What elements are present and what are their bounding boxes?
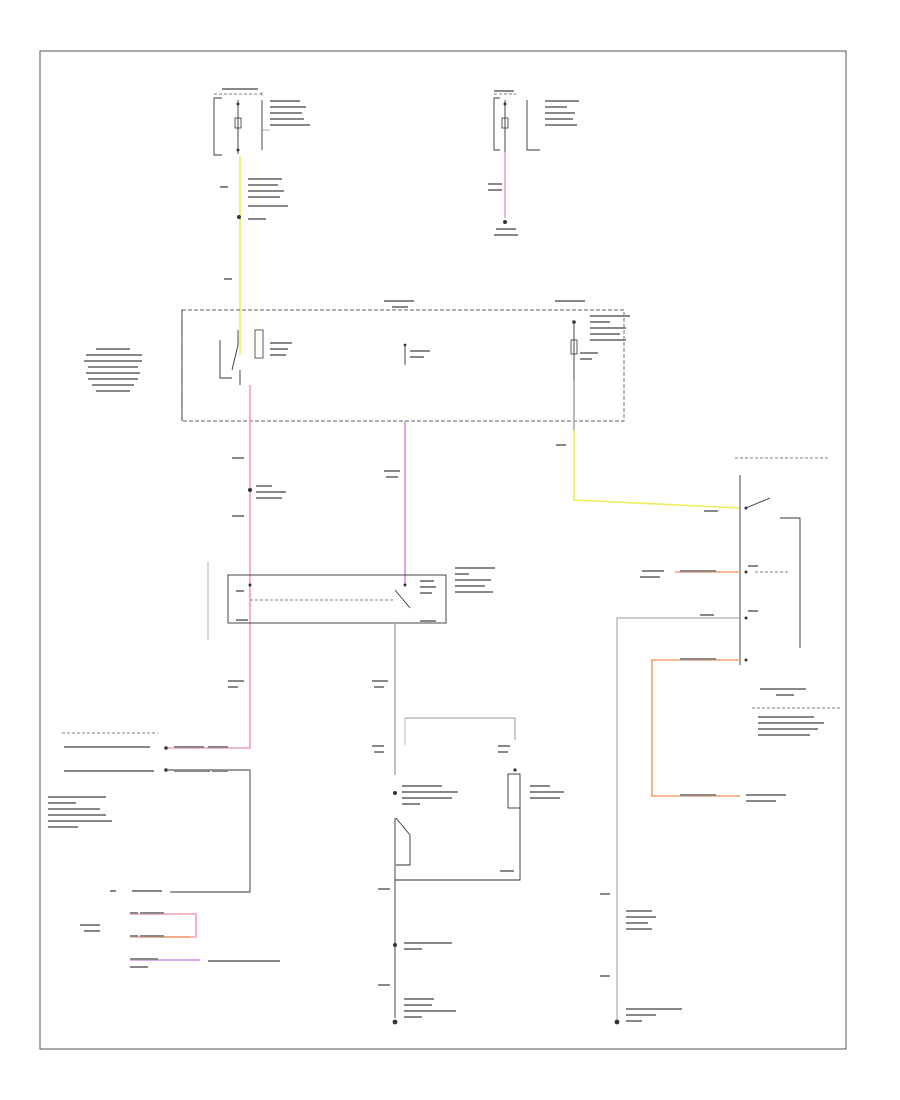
relay-box-middle	[207, 562, 447, 640]
splice-center-1	[393, 943, 397, 947]
label-marks	[48, 88, 824, 1022]
fuse-block-top-left	[213, 92, 270, 156]
fuse-block-top-center	[493, 93, 540, 152]
compressor-assembly	[393, 717, 521, 866]
splice-pink	[248, 488, 252, 492]
relay-fuse-box	[181, 309, 625, 422]
wire-black-left	[168, 769, 251, 893]
wire-gray-right-long	[616, 617, 740, 1020]
ground-top	[503, 220, 507, 224]
wire-yellow-right	[573, 430, 741, 509]
wire-pink-left	[165, 385, 251, 749]
splice-point	[237, 215, 241, 219]
ground-right	[614, 1019, 620, 1025]
wire-pink-loop	[130, 913, 197, 938]
ground-center	[392, 1019, 398, 1025]
wire-orange-loop	[651, 659, 740, 797]
control-module-left	[62, 732, 168, 772]
diagram-frame	[39, 50, 847, 1050]
wire-black-loop	[395, 808, 521, 881]
right-module	[735, 457, 840, 709]
